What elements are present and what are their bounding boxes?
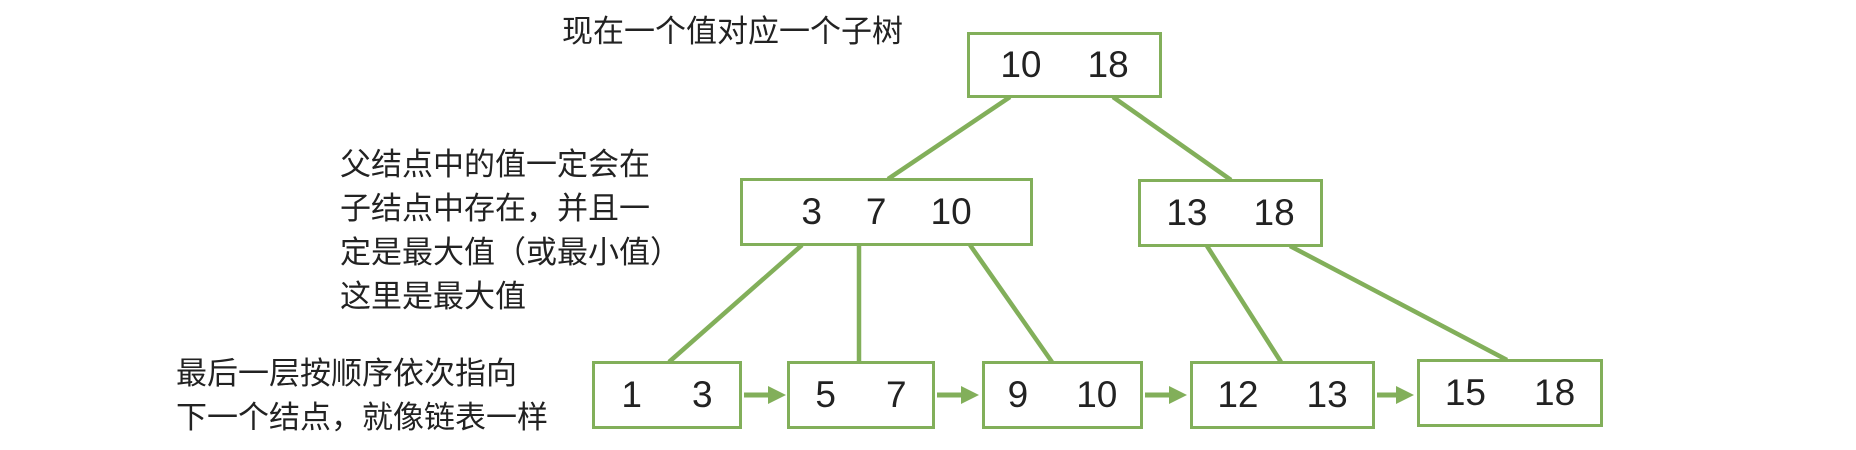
edge-internal-left-to-leaf-3	[968, 243, 1054, 364]
node-value: 5	[815, 374, 836, 415]
annotation-leaf-linked-list: 最后一层按顺序依次指向 下一个结点，就像链表一样	[176, 352, 548, 440]
annotation-line: 最后一层按顺序依次指向	[176, 356, 517, 391]
annotation-root: 现在一个值对应一个子树	[562, 14, 903, 49]
node-value: 10	[1076, 374, 1118, 415]
tree-node-leaf-5: 15 18	[1417, 359, 1603, 427]
annotation-line: 下一个结点，就像链表一样	[176, 400, 548, 435]
node-value: 9	[1007, 374, 1029, 415]
node-value: 12	[1217, 374, 1259, 415]
annotation-line: 这里是最大值	[340, 279, 526, 314]
edge-internal-left-to-leaf-1	[667, 243, 804, 364]
node-value: 18	[1534, 372, 1576, 413]
leaf-link-arrowhead-2	[961, 386, 979, 404]
node-value: 13	[1166, 192, 1208, 233]
tree-node-internal-left: 3 7 10	[740, 178, 1033, 246]
edge-root-to-internal-right	[1111, 95, 1233, 182]
leaf-link-arrowhead-4	[1396, 386, 1414, 404]
node-value: 7	[886, 374, 907, 415]
node-value: 3	[692, 374, 713, 415]
tree-node-leaf-3: 9 10	[982, 361, 1143, 429]
annotation-line: 父结点中的值一定会在	[340, 147, 650, 182]
tree-node-leaf-1: 1 3	[592, 361, 742, 429]
node-value: 7	[865, 191, 887, 232]
annotation-line: 子结点中存在，并且一	[340, 191, 650, 226]
tree-node-leaf-2: 5 7	[787, 361, 935, 429]
leaf-link-arrowhead-1	[768, 386, 786, 404]
annotation-line: 定是最大值（或最小值）	[340, 235, 681, 270]
node-value: 1	[621, 374, 642, 415]
node-value: 13	[1306, 374, 1348, 415]
node-value: 15	[1444, 372, 1486, 413]
node-value: 18	[1087, 44, 1129, 85]
annotation-parent-values: 父结点中的值一定会在 子结点中存在，并且一 定是最大值（或最小值） 这里是最大值	[340, 143, 681, 319]
tree-node-root: 10 18	[967, 32, 1162, 98]
node-value: 18	[1253, 192, 1295, 233]
node-value: 10	[930, 191, 972, 232]
edge-internal-right-to-leaf-4	[1205, 244, 1283, 364]
tree-node-leaf-4: 12 13	[1190, 361, 1375, 429]
edge-root-to-internal-left	[886, 95, 1012, 181]
leaf-link-arrowhead-3	[1169, 386, 1187, 404]
edge-internal-right-to-leaf-5	[1288, 244, 1509, 362]
node-value: 10	[1000, 44, 1042, 85]
tree-node-internal-right: 13 18	[1138, 179, 1323, 247]
node-value: 3	[801, 191, 822, 232]
